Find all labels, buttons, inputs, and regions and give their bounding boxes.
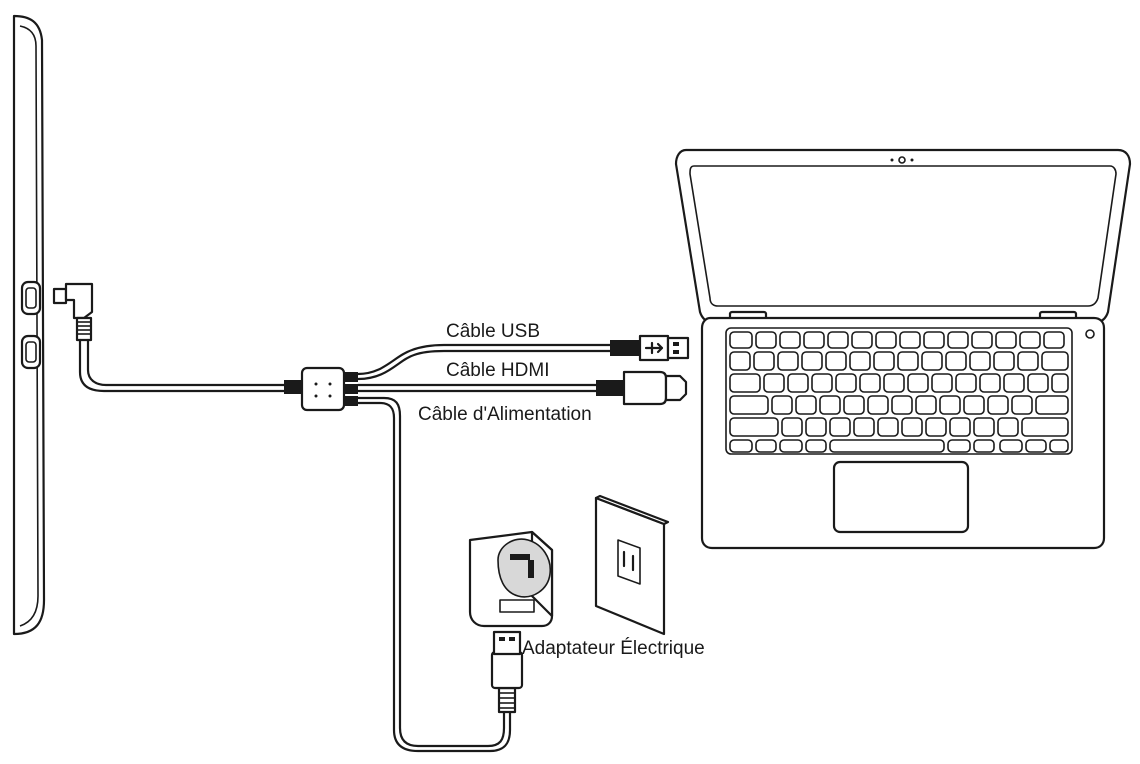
keyboard-key [859, 373, 881, 393]
keyboard-key [931, 373, 953, 393]
keyboard-key [915, 395, 937, 415]
keyboard-key [777, 351, 799, 371]
webcam [898, 156, 906, 164]
pen-display-side-view [12, 14, 46, 636]
keyboard-key [971, 331, 993, 349]
keyboard-key [811, 373, 833, 393]
keyboard-key [939, 395, 961, 415]
keyboard-key [787, 373, 809, 393]
keyboard-key [819, 395, 841, 415]
display-port-upper [20, 280, 42, 316]
keyboard-key [825, 351, 847, 371]
keyboard-key [945, 351, 967, 371]
keyboard-key [883, 373, 905, 393]
keyboard-key [1011, 395, 1033, 415]
keyboard-key [1043, 331, 1065, 349]
keyboard-key [1027, 373, 1049, 393]
keyboard-key [763, 373, 785, 393]
keyboard-key [979, 373, 1001, 393]
keyboard-key [803, 331, 825, 349]
keyboard-key [779, 331, 801, 349]
keyboard-key [891, 395, 913, 415]
keyboard-key [947, 439, 971, 453]
keyboard-key [849, 351, 871, 371]
keyboard-key [729, 395, 769, 415]
keyboard-key [829, 439, 945, 453]
keyboard-key [947, 331, 969, 349]
keyboard-key [1025, 439, 1047, 453]
keyboard-key [993, 351, 1015, 371]
keyboard-key [987, 395, 1009, 415]
keyboard-key [805, 439, 827, 453]
power-cable [356, 396, 512, 753]
usb-c-angled-plug [52, 282, 94, 342]
keyboard-key [729, 373, 761, 393]
keyboard-key [899, 331, 921, 349]
power-adapter [468, 530, 554, 628]
keyboard-key [921, 351, 943, 371]
keyboard-key [801, 351, 823, 371]
keyboard-key [835, 373, 857, 393]
display-port-lower [20, 334, 42, 370]
keyboard-key [923, 331, 945, 349]
wall-outlet [594, 494, 670, 636]
laptop-trackpad [832, 460, 970, 534]
keyboard-key [805, 417, 827, 437]
keyboard-key [729, 351, 751, 371]
keyboard-key [877, 417, 899, 437]
keyboard-key [1019, 331, 1041, 349]
power-adapter-label: Adaptateur Électrique [522, 638, 705, 659]
usb-cable [356, 334, 690, 381]
main-cable [78, 338, 286, 393]
keyboard-key [973, 417, 995, 437]
keyboard-key [955, 373, 977, 393]
cable-splitter-hub [284, 366, 358, 412]
keyboard-key [755, 439, 777, 453]
keyboard-key [729, 331, 753, 349]
usb-cable-label: Câble USB [446, 321, 540, 342]
keyboard-key [853, 417, 875, 437]
keyboard-key [1021, 417, 1069, 437]
keyboard-key [1041, 351, 1069, 371]
keyboard-key [873, 351, 895, 371]
keyboard-key [907, 373, 929, 393]
keyboard-key [779, 439, 803, 453]
power-usb-plug [490, 630, 524, 714]
keyboard-key [1049, 439, 1069, 453]
keyboard-key [795, 395, 817, 415]
hdmi-cable-label: Câble HDMI [446, 360, 550, 381]
keyboard-key [729, 417, 779, 437]
keyboard-key [827, 331, 849, 349]
keyboard-key [969, 351, 991, 371]
keyboard-key [1017, 351, 1039, 371]
keyboard-key [997, 417, 1019, 437]
keyboard-key [843, 395, 865, 415]
keyboard-key [1003, 373, 1025, 393]
keyboard-key [851, 331, 873, 349]
keyboard-key [781, 417, 803, 437]
keyboard-key [963, 395, 985, 415]
keyboard-key [729, 439, 753, 453]
keyboard-key [999, 439, 1023, 453]
keyboard-key [1035, 395, 1069, 415]
keyboard-key [897, 351, 919, 371]
laptop [674, 148, 1132, 550]
keyboard-key [995, 331, 1017, 349]
keyboard-key [949, 417, 971, 437]
keyboard-key [755, 331, 777, 349]
hdmi-cable [356, 370, 688, 406]
keyboard-key [925, 417, 947, 437]
keyboard-key [901, 417, 923, 437]
keyboard-key [973, 439, 995, 453]
keyboard-key [875, 331, 897, 349]
keyboard-key [867, 395, 889, 415]
keyboard-key [829, 417, 851, 437]
keyboard-key [753, 351, 775, 371]
power-cable-label: Câble d'Alimentation [418, 404, 592, 425]
keyboard-key [771, 395, 793, 415]
laptop-keyboard [725, 327, 1073, 455]
keyboard-key [1051, 373, 1069, 393]
